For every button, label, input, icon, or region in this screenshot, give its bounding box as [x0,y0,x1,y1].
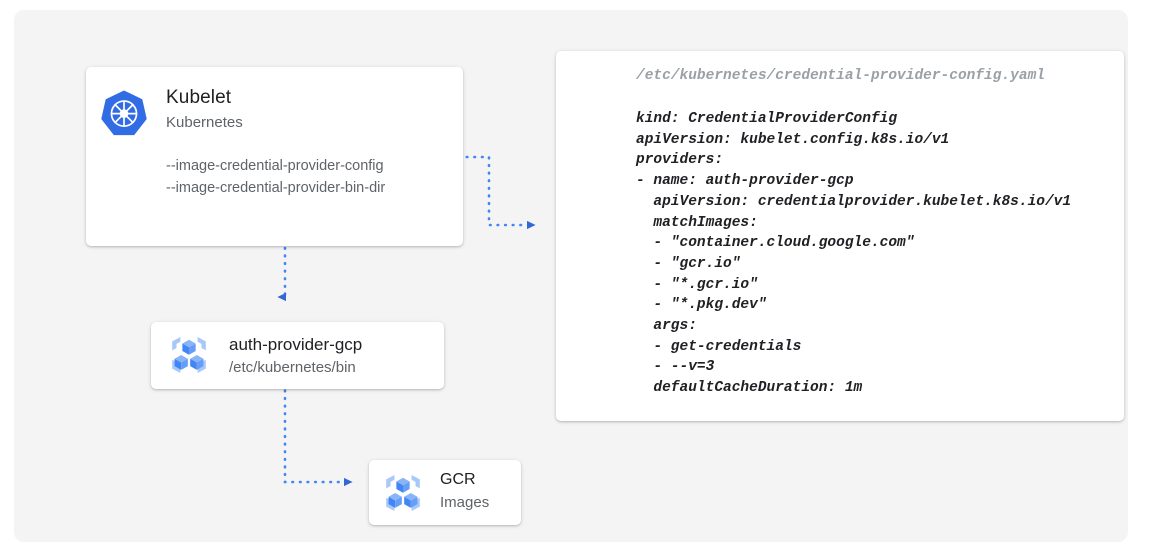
connector-provider-to-registry [283,381,353,487]
kubelet-title: Kubelet [166,87,232,108]
container-registry-icon [386,475,420,511]
kubelet-subtitle: Kubernetes [166,114,243,131]
auth-provider-gcp-title: auth-provider-gcp [229,335,363,354]
credential-provider-config-card[interactable]: /etc/kubernetes/credential-provider-conf… [556,51,1124,421]
kubelet-card[interactable]: Kubelet Kubernetes --image-credential-pr… [86,67,463,246]
kubernetes-logo-icon [101,90,147,136]
config-file-path: /etc/kubernetes/credential-provider-conf… [636,68,1045,84]
kubelet-flag-bin-dir: --image-credential-provider-bin-dir [166,180,386,196]
diagram-stage: Kubelet Kubernetes --image-credential-pr… [14,10,1128,542]
gcr-subtitle: Images [440,494,490,511]
kubelet-flag-config: --image-credential-provider-config [166,158,384,174]
auth-provider-gcp-card[interactable]: auth-provider-gcp /etc/kubernetes/bin [151,322,444,389]
container-registry-icon [172,337,206,373]
auth-provider-gcp-path: /etc/kubernetes/bin [229,359,356,376]
config-file-body: kind: CredentialProviderConfig apiVersio… [636,111,1072,397]
gcr-card[interactable]: GCR Images [369,460,521,525]
gcr-title: GCR [440,471,476,488]
